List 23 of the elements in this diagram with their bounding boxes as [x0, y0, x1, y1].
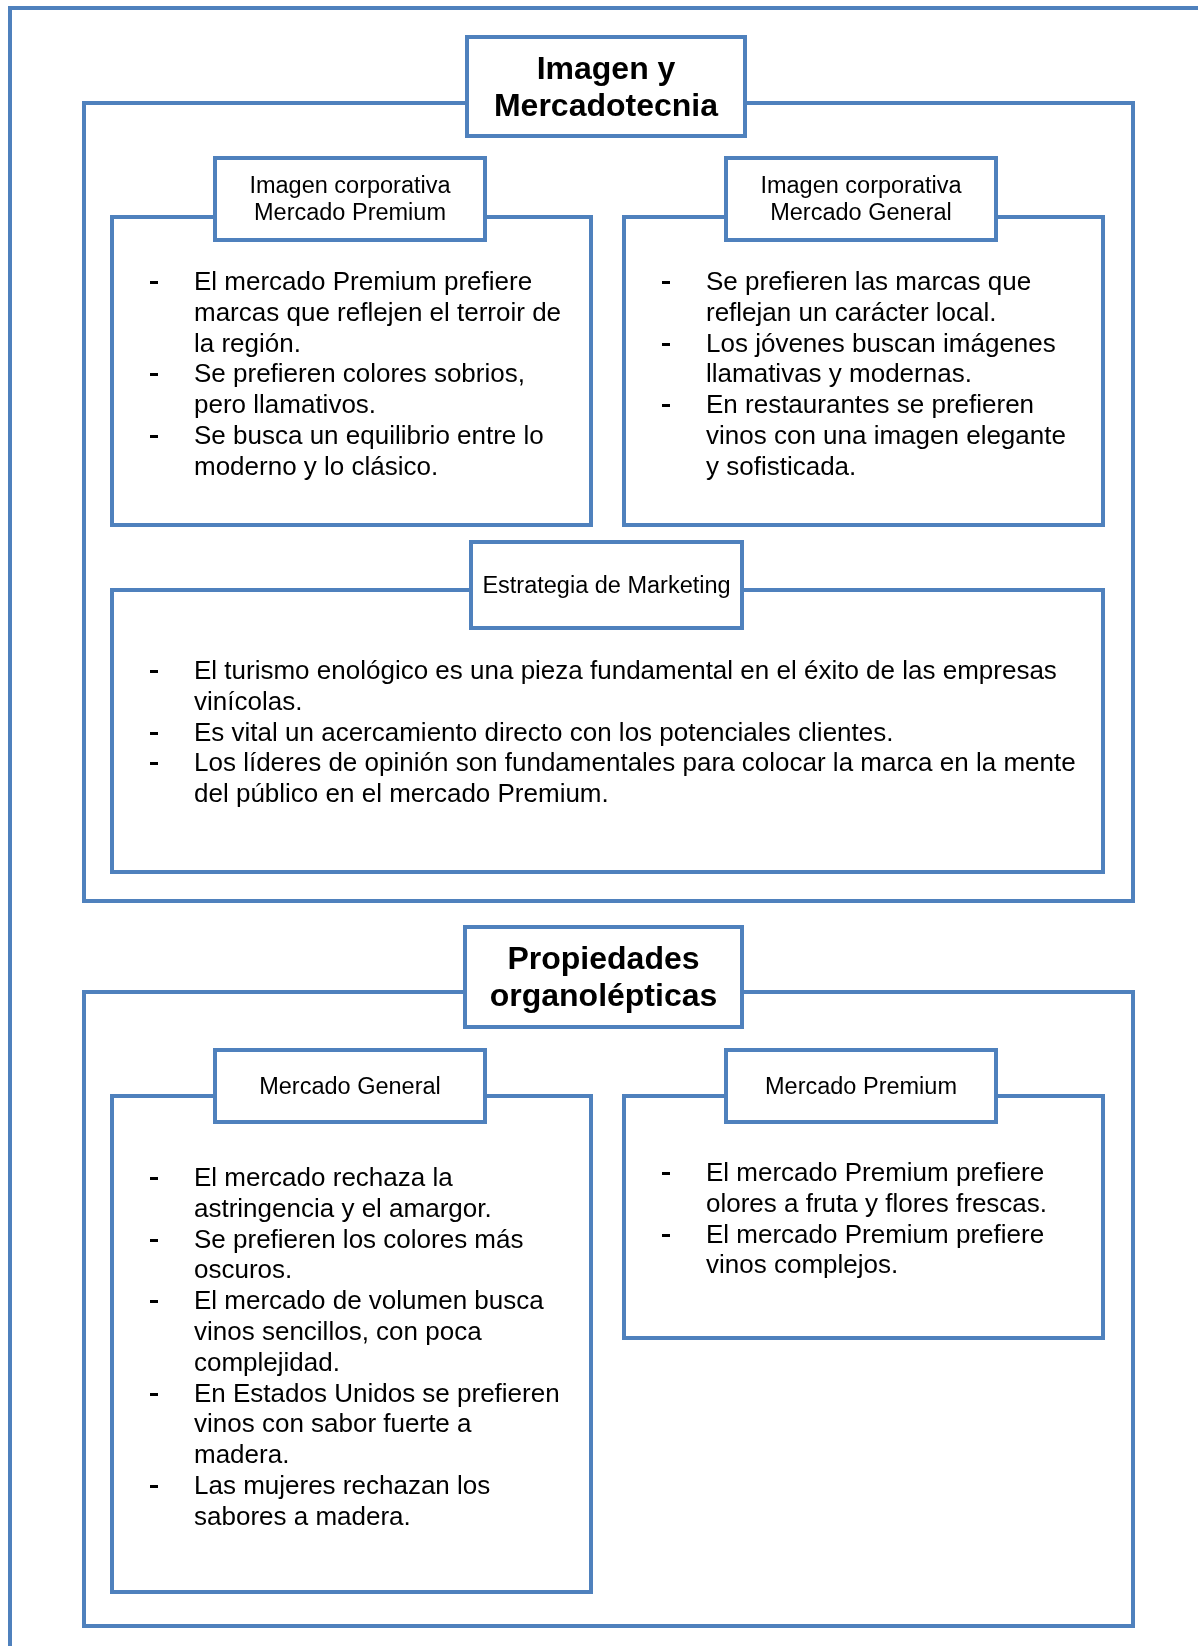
bullet-text: El mercado Premium prefiere olores a fruta y flores frescas.: [706, 1157, 1049, 1219]
panel-title-tab: Imagen corporativa Mercado General: [724, 156, 998, 242]
bullet-text: El mercado rechaza la astringencia y el amargor.: [194, 1162, 493, 1224]
bullet-text: En restaurantes se prefieren vinos con una imagen elegante y sofisticada.: [706, 389, 1067, 482]
bullet-text: El mercado Premium prefiere vinos complejos.: [706, 1218, 1046, 1281]
bullet-text: El turismo enológico es una pieza fundamental en el éxito de las empresas vinícolas.: [194, 655, 1058, 717]
bullet-text: Es vital un acercamiento directo con los potenciales clientes.: [194, 716, 895, 748]
bullet-text: Se prefieren colores sobrios, pero llamativos.: [194, 358, 526, 420]
bullet-text: Se prefieren los colores más oscuros.: [194, 1223, 525, 1286]
section-title-tab: Propiedades organolépticas: [463, 925, 744, 1029]
panel-title-tab: Estrategia de Marketing: [469, 540, 744, 630]
bullet-text: Se prefieren las marcas que reflejan un carácter local.: [706, 266, 1033, 328]
bullet-text: Se busca un equilibrio entre lo moderno y lo clásico.: [194, 420, 545, 482]
panel-title-tab: Mercado General: [213, 1048, 487, 1124]
panel-title-tab: Mercado Premium: [724, 1048, 998, 1124]
bullet-text: Las mujeres rechazan los sabores a madera.: [194, 1469, 492, 1532]
bullet-text: Los líderes de opinión son fundamentales para colocar la marca en la mente del público en el mercado Premium.: [194, 747, 1077, 809]
bullet-text: El mercado de volumen busca vinos sencillos, con poca complejidad.: [194, 1285, 545, 1378]
bullet-text: En Estados Unidos se prefieren vinos con sabor fuerte a madera.: [194, 1377, 561, 1470]
bullet-text: El mercado Premium prefiere marcas que reflejen el terroir de la región.: [194, 266, 563, 359]
section-title-tab: Imagen y Mercadotecnia: [465, 35, 747, 138]
panel-title-tab: Imagen corporativa Mercado Premium: [213, 156, 487, 242]
bullet-text: Los jóvenes buscan imágenes llamativas y modernas.: [706, 327, 1057, 390]
